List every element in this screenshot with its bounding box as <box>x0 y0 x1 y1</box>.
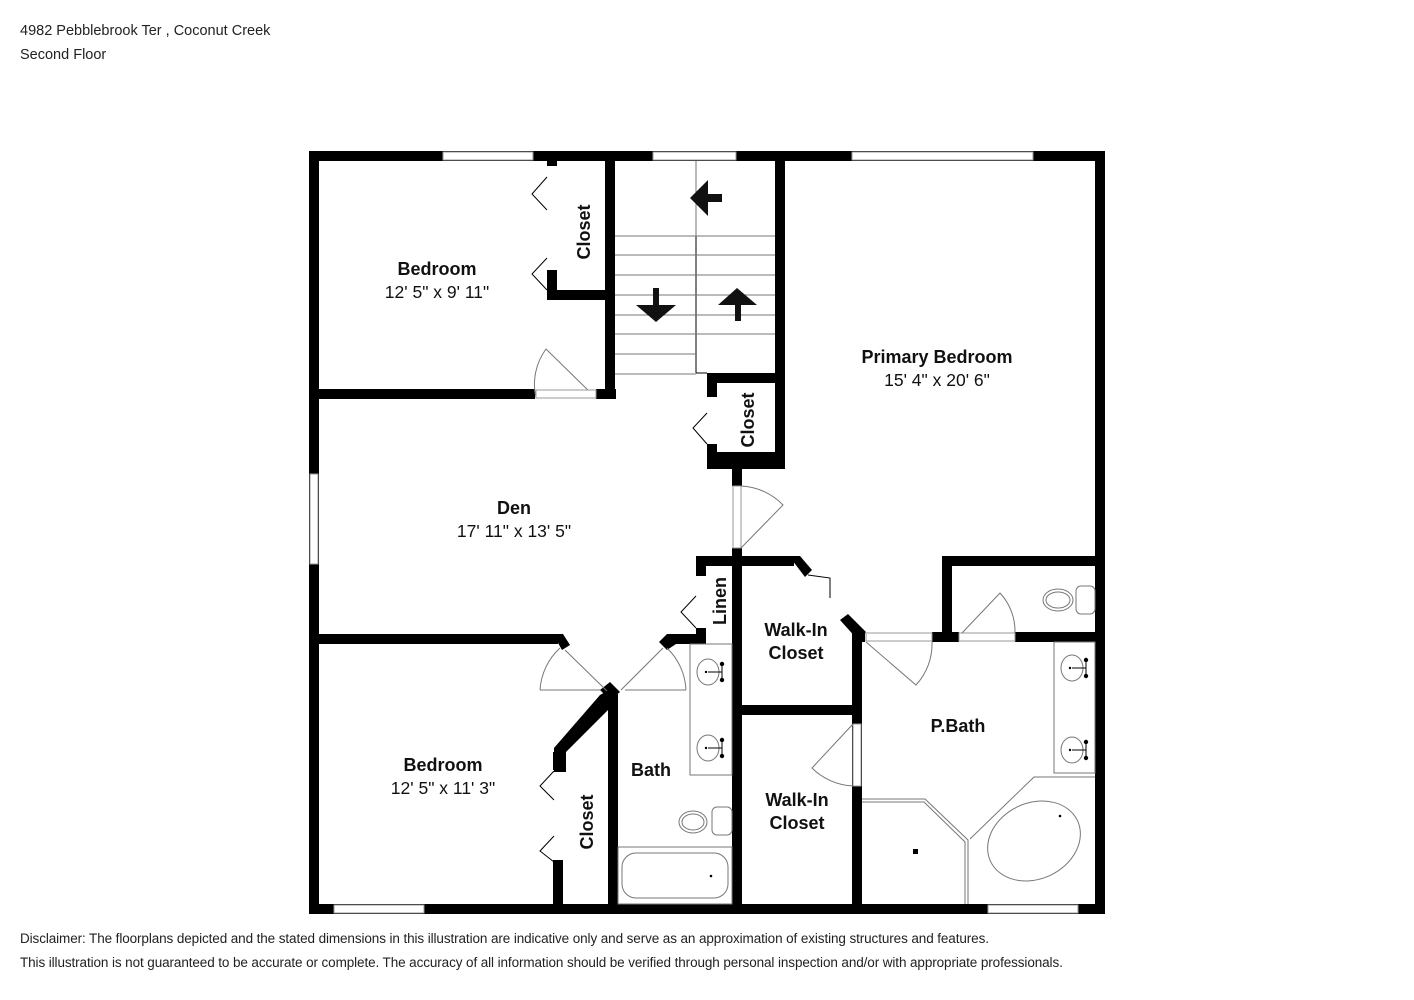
arrow-up-icon <box>718 288 757 321</box>
disclaimer-line-2: This illustration is not guaranteed to b… <box>20 955 1063 970</box>
toilet-icon <box>1042 585 1096 615</box>
arrow-down-icon <box>636 288 676 322</box>
toilet-icon <box>678 806 733 836</box>
room-name: Bedroom <box>397 259 476 279</box>
room-name: Bedroom <box>403 755 482 775</box>
room-name: Den <box>497 498 531 518</box>
disclaimer-line-1: Disclaimer: The floorplans depicted and … <box>20 931 989 946</box>
room-name-line2: Closet <box>768 643 823 663</box>
sink-icon <box>689 643 733 776</box>
interior-walls <box>309 151 1105 908</box>
room-name: Primary Bedroom <box>861 347 1012 367</box>
room-dimensions: 12' 5" x 11' 3" <box>391 778 495 798</box>
room-dimensions: 15' 4" x 20' 6" <box>884 370 990 390</box>
door-icon <box>531 176 1016 863</box>
room-name-line1: Walk-In <box>764 620 827 640</box>
arrow-left-icon <box>690 180 722 216</box>
room-name-line1: Walk-In <box>765 790 828 810</box>
room-bedroom-sw: Bedroom 12' 5" x 11' 3" <box>391 755 495 798</box>
room-pbath: P.Bath <box>931 716 986 736</box>
room-linen: Linen <box>710 577 730 625</box>
sink-icon <box>1053 641 1096 774</box>
bathtub-icon <box>969 776 1095 882</box>
room-name-line2: Closet <box>769 813 824 833</box>
room-dimensions: 17' 11" x 13' 5" <box>457 521 571 541</box>
room-den: Den 17' 11" x 13' 5" <box>457 498 571 541</box>
room-bath: Bath <box>631 760 671 780</box>
stairs-icon <box>615 161 775 375</box>
bathtub-icon <box>617 846 733 905</box>
room-dimensions: 12' 5" x 9' 11" <box>385 282 489 302</box>
room-closet-sw: Closet <box>577 794 597 849</box>
shower-icon <box>862 798 969 904</box>
room-closet-stair: Closet <box>738 392 758 447</box>
room-walkin-closet-upper: Walk-In Closet <box>764 620 827 663</box>
room-walkin-closet-lower: Walk-In Closet <box>765 790 828 833</box>
windows <box>309 151 1079 914</box>
room-bedroom-nw: Bedroom 12' 5" x 9' 11" <box>385 259 489 302</box>
floor-label: Second Floor <box>20 47 107 63</box>
room-primary-bedroom: Primary Bedroom 15' 4" x 20' 6" <box>861 347 1012 390</box>
property-address: 4982 Pebblebrook Ter , Coconut Creek <box>20 23 271 39</box>
room-closet-nw: Closet <box>574 204 594 259</box>
